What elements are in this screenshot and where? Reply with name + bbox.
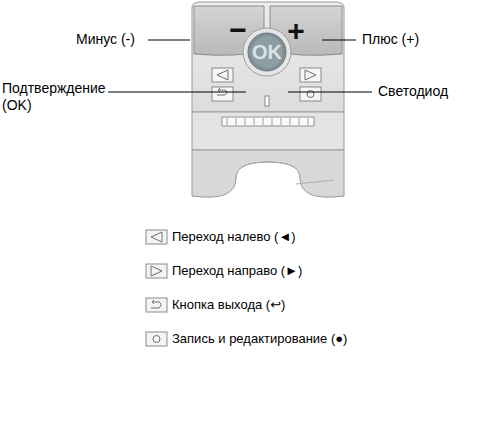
callout-label: Подтверждение (OK) [2,80,110,114]
legend-text: Переход налево (◄) [172,229,296,245]
button-symbol: OK [252,42,282,62]
callout-label: Плюс (+) [362,31,419,48]
button-symbol: − [229,15,247,45]
callout-label: Минус (-) [76,31,135,48]
legend-text: Запись и редактирование (●) [172,331,347,347]
legend-text: Кнопка выхода (↩) [172,297,285,313]
callout-label: Светодиод [378,83,448,100]
legend-text: Переход направо (►) [172,263,302,279]
button-symbol: + [287,16,305,46]
